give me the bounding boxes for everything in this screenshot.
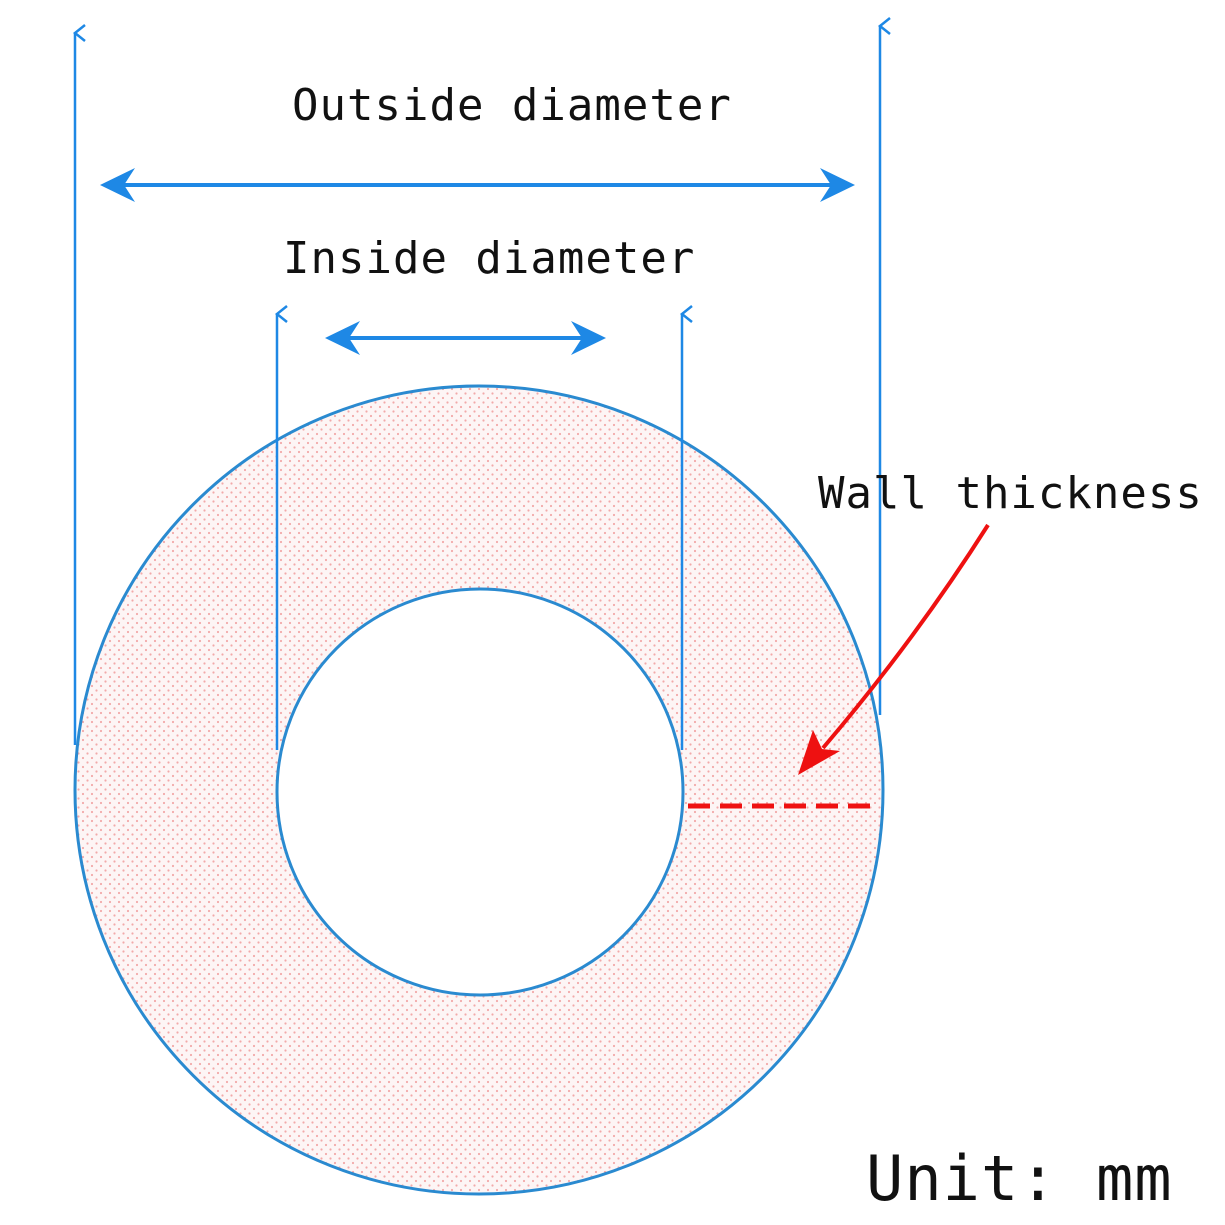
- pipe-wall-ring: [74, 385, 884, 1195]
- wall-thickness-label: Wall thickness: [818, 468, 1203, 519]
- wall-thickness-pointer-arrow: [798, 523, 990, 775]
- outside-diameter-label: Outside diameter: [292, 80, 732, 131]
- inside-diameter-label: Inside diameter: [283, 233, 695, 284]
- inside-diameter-dimension-arrow: [325, 321, 606, 355]
- outer-circle: [73, 384, 885, 1196]
- inner-circle: [275, 587, 685, 997]
- unit-label: Unit: mm: [866, 1142, 1173, 1215]
- outside-diameter-dimension-arrow: [100, 168, 855, 202]
